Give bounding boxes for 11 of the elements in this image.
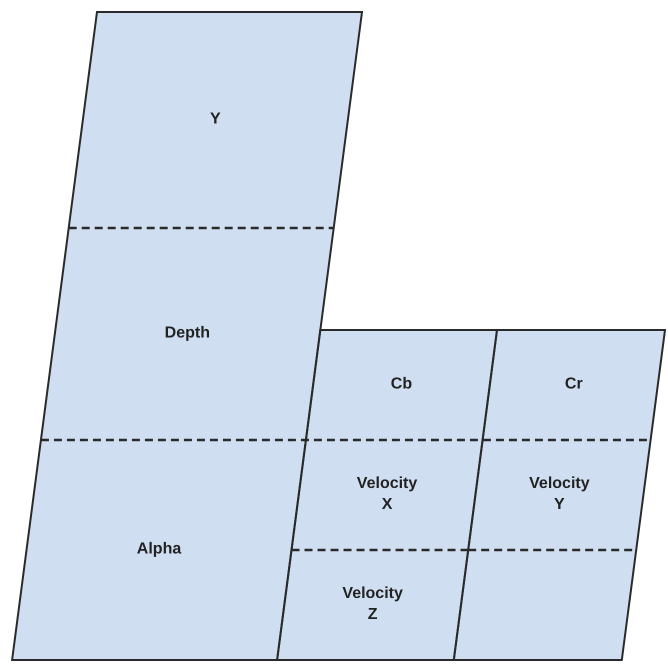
section-label: Cr: [564, 374, 583, 395]
section-label: Velocity X: [356, 474, 418, 515]
plane-section: [482, 330, 665, 440]
section-label: Depth: [164, 324, 210, 344]
plane-section: [68, 12, 362, 228]
section-label: Velocity Y: [529, 474, 590, 515]
section-label: Velocity Z: [342, 584, 403, 625]
section-label: Alpha: [136, 540, 182, 560]
section-label: Cb: [390, 374, 412, 395]
plane-section: [468, 440, 651, 550]
section-label: Y: [210, 110, 221, 130]
